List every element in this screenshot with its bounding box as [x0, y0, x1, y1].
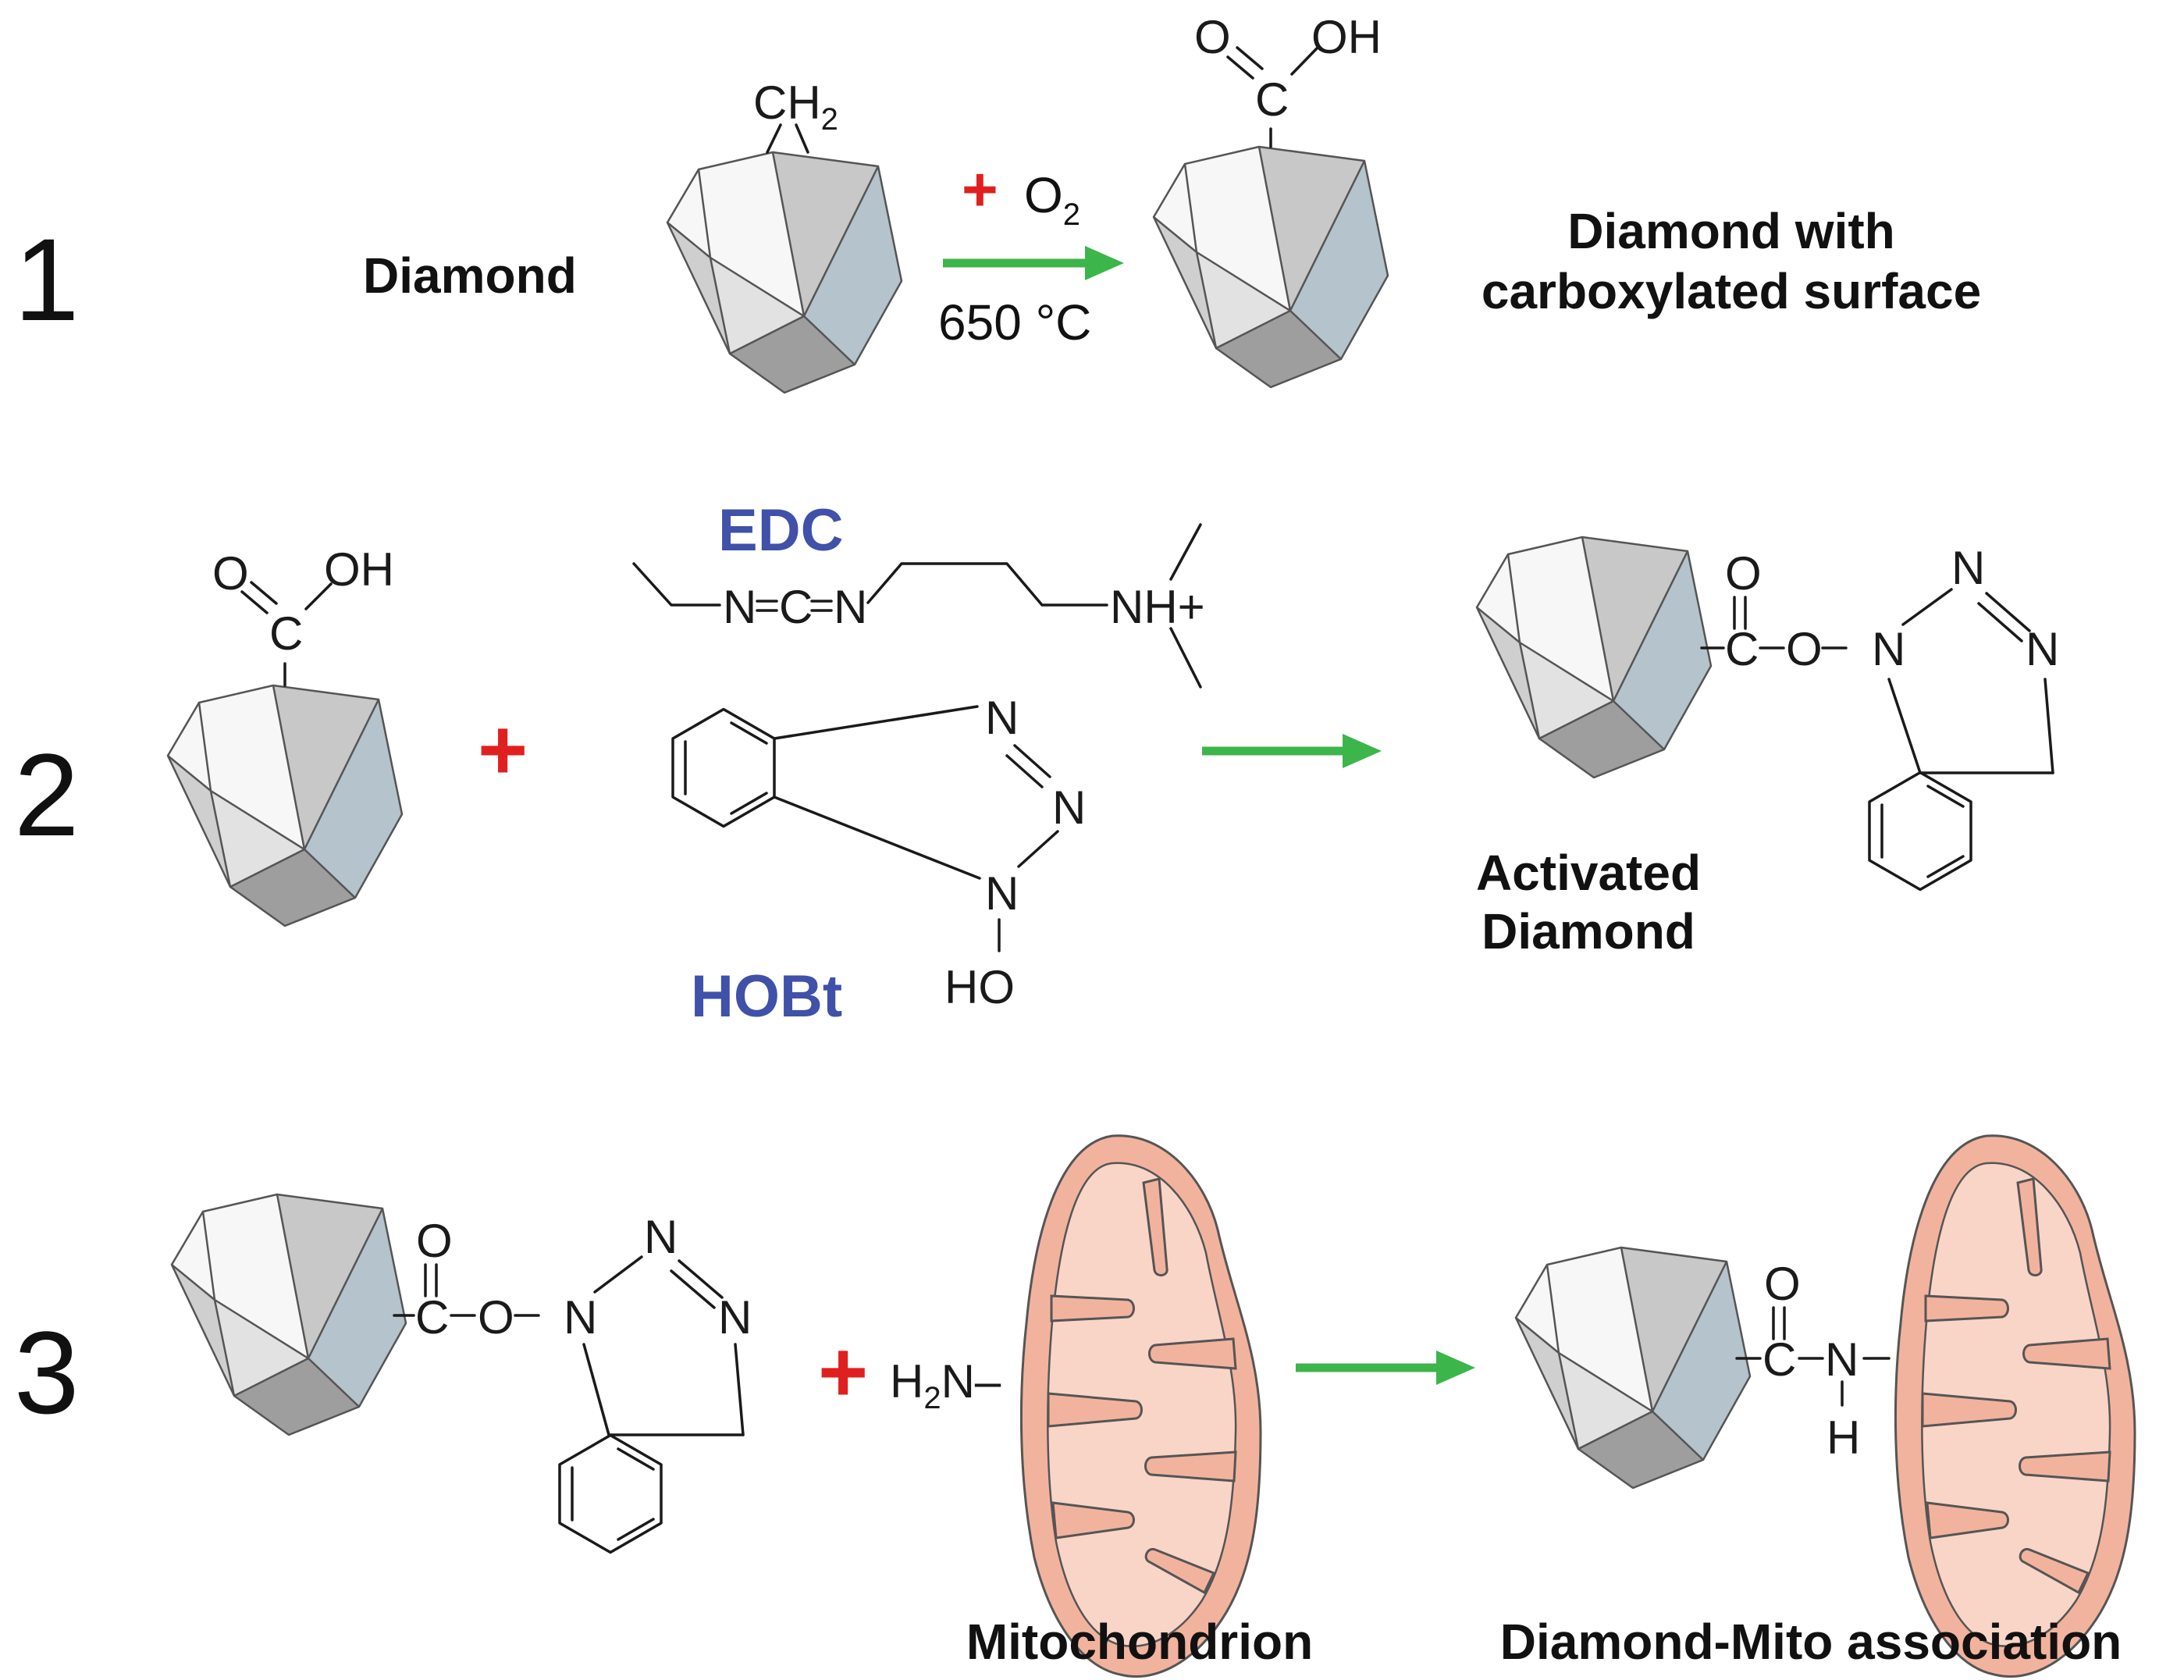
nitrogen-atom: N [1825, 1333, 1859, 1386]
nitrogen-atom: N [985, 692, 1019, 744]
nitrogen-atom: N [718, 1291, 752, 1344]
oxygen-atom: O [416, 1215, 453, 1267]
nitrogen-atom: N [834, 581, 867, 633]
step-number-3: 3 [14, 1307, 79, 1438]
diamond-particle-icon [166, 684, 404, 927]
ammonium-group: NH+ [1110, 581, 1205, 633]
hydrogen-atom: H [1827, 1411, 1860, 1464]
diamond-particle-icon [170, 1193, 407, 1436]
hydroxyl-group: OH [324, 543, 394, 596]
diamond-particle-icon [1514, 1246, 1752, 1490]
nitrogen-atom: N [985, 867, 1019, 920]
nitrogen-atom: N [2026, 623, 2059, 675]
oxygen-atom: O [212, 547, 249, 600]
carbon-atom: C [415, 1291, 449, 1344]
nitrogen-atom: N [723, 581, 756, 633]
hydroxyl-group: HO [944, 961, 1015, 1013]
reaction-arrow-2-head [1343, 734, 1382, 768]
carboxylated-diamond-label-line1: Diamond with [1567, 203, 1895, 259]
benzotriazole-ring [1868, 771, 1972, 892]
nitrogen-atom: N [644, 1211, 678, 1263]
plus-sign: + [818, 1324, 868, 1420]
oxygen-atom: O [1764, 1258, 1801, 1310]
nitrogen-atom: N [1951, 542, 1985, 594]
mitochondrion-icon [1019, 1134, 1262, 1678]
step-number-1: 1 [14, 214, 79, 345]
oxygen-atom: O [478, 1291, 514, 1344]
amine-group: H2N– [890, 1355, 1001, 1415]
plus-sign: + [962, 155, 998, 224]
temperature-condition: 650 °C [938, 294, 1091, 351]
step-number-2: 2 [14, 729, 79, 860]
oxygen-atom: O [1786, 623, 1823, 675]
oxygen-reagent: O2 [1024, 167, 1080, 232]
reaction-arrow-3-head [1436, 1351, 1475, 1385]
activated-diamond-label-line1: Activated [1476, 845, 1701, 901]
ch2-group: CH2 [753, 77, 838, 137]
carbon-atom: C [1762, 1333, 1796, 1386]
benzotriazole-ring [558, 1433, 663, 1554]
activated-diamond-label-line2: Diamond [1481, 903, 1695, 959]
edc-reagent-name: EDC [718, 497, 843, 564]
carbon-atom: C [779, 581, 813, 633]
diamond-particle-icon [666, 151, 903, 394]
diamond-mito-association-label: Diamond-Mito association [1500, 1614, 2122, 1670]
nitrogen-atom: N [564, 1291, 597, 1344]
hydroxyl-group: OH [1311, 11, 1382, 63]
diamond-particle-icon [1152, 145, 1389, 389]
oxygen-atom: O [1194, 11, 1231, 63]
plus-sign: + [478, 702, 528, 798]
carbon-atom: C [269, 607, 303, 660]
carbon-atom: C [1255, 73, 1289, 126]
mitochondrion-icon [1894, 1134, 2136, 1678]
diamond-particle-icon [1475, 536, 1713, 779]
reaction-arrow-1-head [1085, 246, 1124, 280]
diamond-label: Diamond [363, 247, 577, 304]
hobt-reagent-name: HOBt [691, 963, 842, 1030]
mitochondrion-label: Mitochondrion [966, 1614, 1313, 1670]
hobt-benzene-ring [671, 707, 776, 828]
nitrogen-atom: N [1872, 623, 1905, 675]
nitrogen-atom: N [1052, 781, 1086, 834]
oxygen-atom: O [1725, 547, 1762, 600]
carboxylated-diamond-label-line2: carboxylated surface [1481, 263, 1981, 319]
carbon-atom: C [1725, 623, 1759, 675]
